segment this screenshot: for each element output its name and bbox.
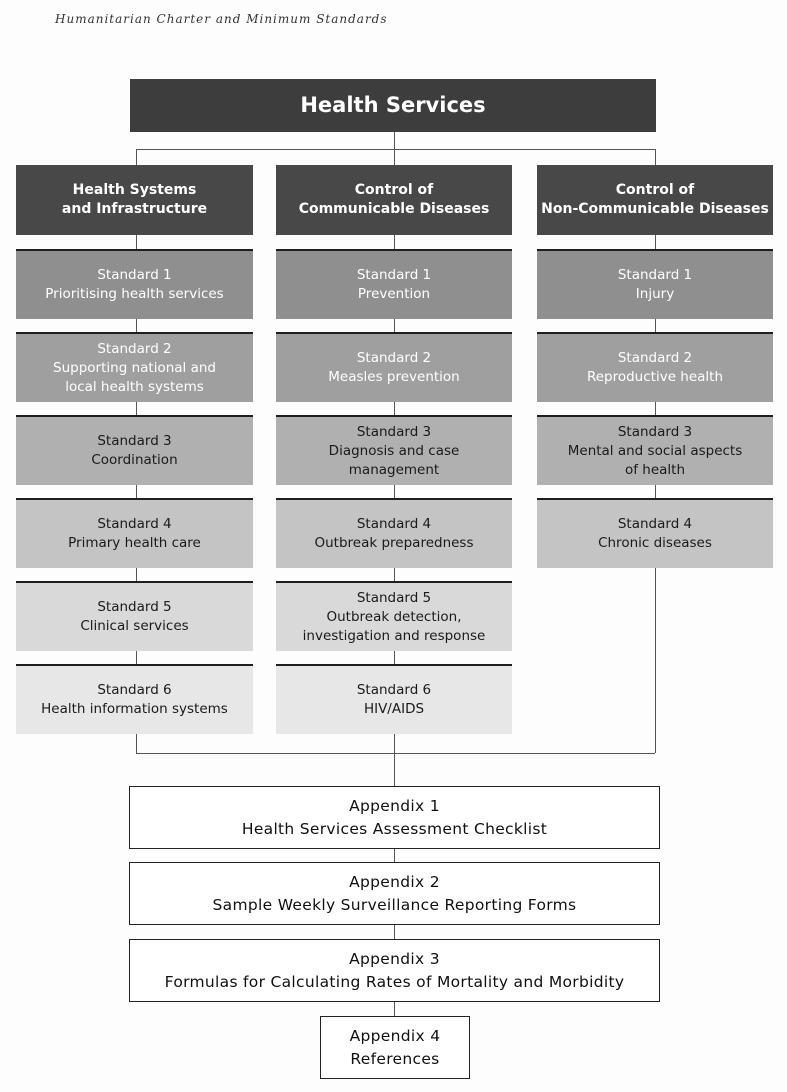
appendix-subtitle: Health Services Assessment Checklist <box>241 819 548 838</box>
standard-title: Coordination <box>91 452 178 468</box>
standard-title: Prioritising health services <box>45 286 224 302</box>
bottom-bus-line <box>136 753 655 754</box>
standard-title: Mental and social aspects <box>567 442 743 459</box>
standard-title: Measles prevention <box>328 369 460 385</box>
appendix-2: Appendix 2 Sample Weekly Surveillance Re… <box>129 862 660 925</box>
col3-standard-4: Standard 4 Chronic diseases <box>537 498 773 568</box>
standard-title: Reproductive health <box>586 369 724 385</box>
col1-top-connector <box>136 149 137 165</box>
standard-number: Standard 4 <box>356 516 432 532</box>
appendix-title: Appendix 4 <box>349 1026 441 1045</box>
standard-number: Standard 5 <box>97 599 172 615</box>
standard-title: Clinical services <box>80 618 189 634</box>
standard-number: Standard 1 <box>97 267 172 283</box>
col2-standard-1: Standard 1 Prevention <box>276 249 512 319</box>
col2-standard-4: Standard 4 Outbreak preparedness <box>276 498 512 568</box>
category-communicable-diseases: Control of Communicable Diseases <box>276 165 512 235</box>
appendix-subtitle: References <box>350 1049 440 1068</box>
standard-title-2: local health systems <box>65 378 204 395</box>
standard-number: Standard 6 <box>97 682 172 698</box>
standard-number: Standard 6 <box>356 682 432 698</box>
standard-number: Standard 2 <box>97 340 172 357</box>
col3-standard-2: Standard 2 Reproductive health <box>537 332 773 402</box>
standard-title-2: investigation and response <box>302 627 486 644</box>
standard-title: Supporting national and <box>53 359 216 376</box>
standard-title-2: management <box>348 461 440 478</box>
standard-title-2: of health <box>624 461 686 478</box>
standard-number: Standard 2 <box>617 350 693 366</box>
col2-standard-5: Standard 5 Outbreak detection, investiga… <box>276 581 512 651</box>
appendix-title: Appendix 1 <box>349 796 440 815</box>
appendix-subtitle: Sample Weekly Surveillance Reporting For… <box>212 895 577 914</box>
category-health-systems: Health Systems and Infrastructure <box>16 165 253 235</box>
appendix-subtitle: Formulas for Calculating Rates of Mortal… <box>164 972 625 991</box>
standard-title: Outbreak preparedness <box>314 535 474 551</box>
standard-number: Standard 3 <box>617 423 693 440</box>
col2-standard-3: Standard 3 Diagnosis and case management <box>276 415 512 485</box>
standard-title: Outbreak detection, <box>326 608 462 625</box>
category-title-line1: Health Systems <box>72 182 197 198</box>
root-label: Health Services <box>300 93 486 117</box>
col1-standard-2: Standard 2 Supporting national and local… <box>16 332 253 402</box>
standard-title: Chronic diseases <box>598 535 712 551</box>
col2-standard-6: Standard 6 HIV/AIDS <box>276 664 512 734</box>
appendix-1: Appendix 1 Health Services Assessment Ch… <box>129 786 660 849</box>
standard-number: Standard 1 <box>356 267 432 283</box>
appendix-4: Appendix 4 References <box>320 1016 470 1079</box>
standard-title: Prevention <box>357 286 431 302</box>
col2-top-connector <box>394 149 395 165</box>
col1-standard-6: Standard 6 Health information systems <box>16 664 253 734</box>
col3-spine <box>655 235 656 753</box>
col3-standard-1: Standard 1 Injury <box>537 249 773 319</box>
top-bus-line <box>136 149 655 150</box>
appendix-title: Appendix 2 <box>349 872 440 891</box>
col2-standard-2: Standard 2 Measles prevention <box>276 332 512 402</box>
col1-standard-3: Standard 3 Coordination <box>16 415 253 485</box>
standard-title: HIV/AIDS <box>363 701 425 717</box>
category-title-line2: Non-Communicable Diseases <box>541 201 769 217</box>
col1-spine <box>136 235 137 753</box>
standard-number: Standard 2 <box>356 350 432 366</box>
col1-standard-5: Standard 5 Clinical services <box>16 581 253 651</box>
standard-title: Primary health care <box>68 535 201 551</box>
standard-title: Diagnosis and case <box>328 442 460 459</box>
col3-top-connector <box>655 149 656 165</box>
category-non-communicable-diseases: Control of Non-Communicable Diseases <box>537 165 773 235</box>
standard-number: Standard 1 <box>617 267 693 283</box>
col1-standard-4: Standard 4 Primary health care <box>16 498 253 568</box>
standard-number: Standard 4 <box>97 516 172 532</box>
standard-number: Standard 5 <box>356 589 432 606</box>
standard-number: Standard 3 <box>356 423 432 440</box>
page-header: Humanitarian Charter and Minimum Standar… <box>55 12 388 26</box>
appendix-3: Appendix 3 Formulas for Calculating Rate… <box>129 939 660 1002</box>
category-title-line2: and Infrastructure <box>61 201 208 217</box>
appendix-title: Appendix 3 <box>349 949 440 968</box>
col2-spine <box>394 235 395 753</box>
category-title-line1: Control of <box>354 182 434 198</box>
root-box: Health Services <box>130 79 656 132</box>
col1-standard-1: Standard 1 Prioritising health services <box>16 249 253 319</box>
standard-title: Injury <box>635 286 675 302</box>
standard-title: Health information systems <box>41 701 228 717</box>
standard-number: Standard 4 <box>617 516 693 532</box>
category-title-line1: Control of <box>615 182 695 198</box>
col3-standard-3: Standard 3 Mental and social aspects of … <box>537 415 773 485</box>
standard-number: Standard 3 <box>97 433 172 449</box>
root-connector <box>394 132 395 149</box>
category-title-line2: Communicable Diseases <box>298 201 490 217</box>
